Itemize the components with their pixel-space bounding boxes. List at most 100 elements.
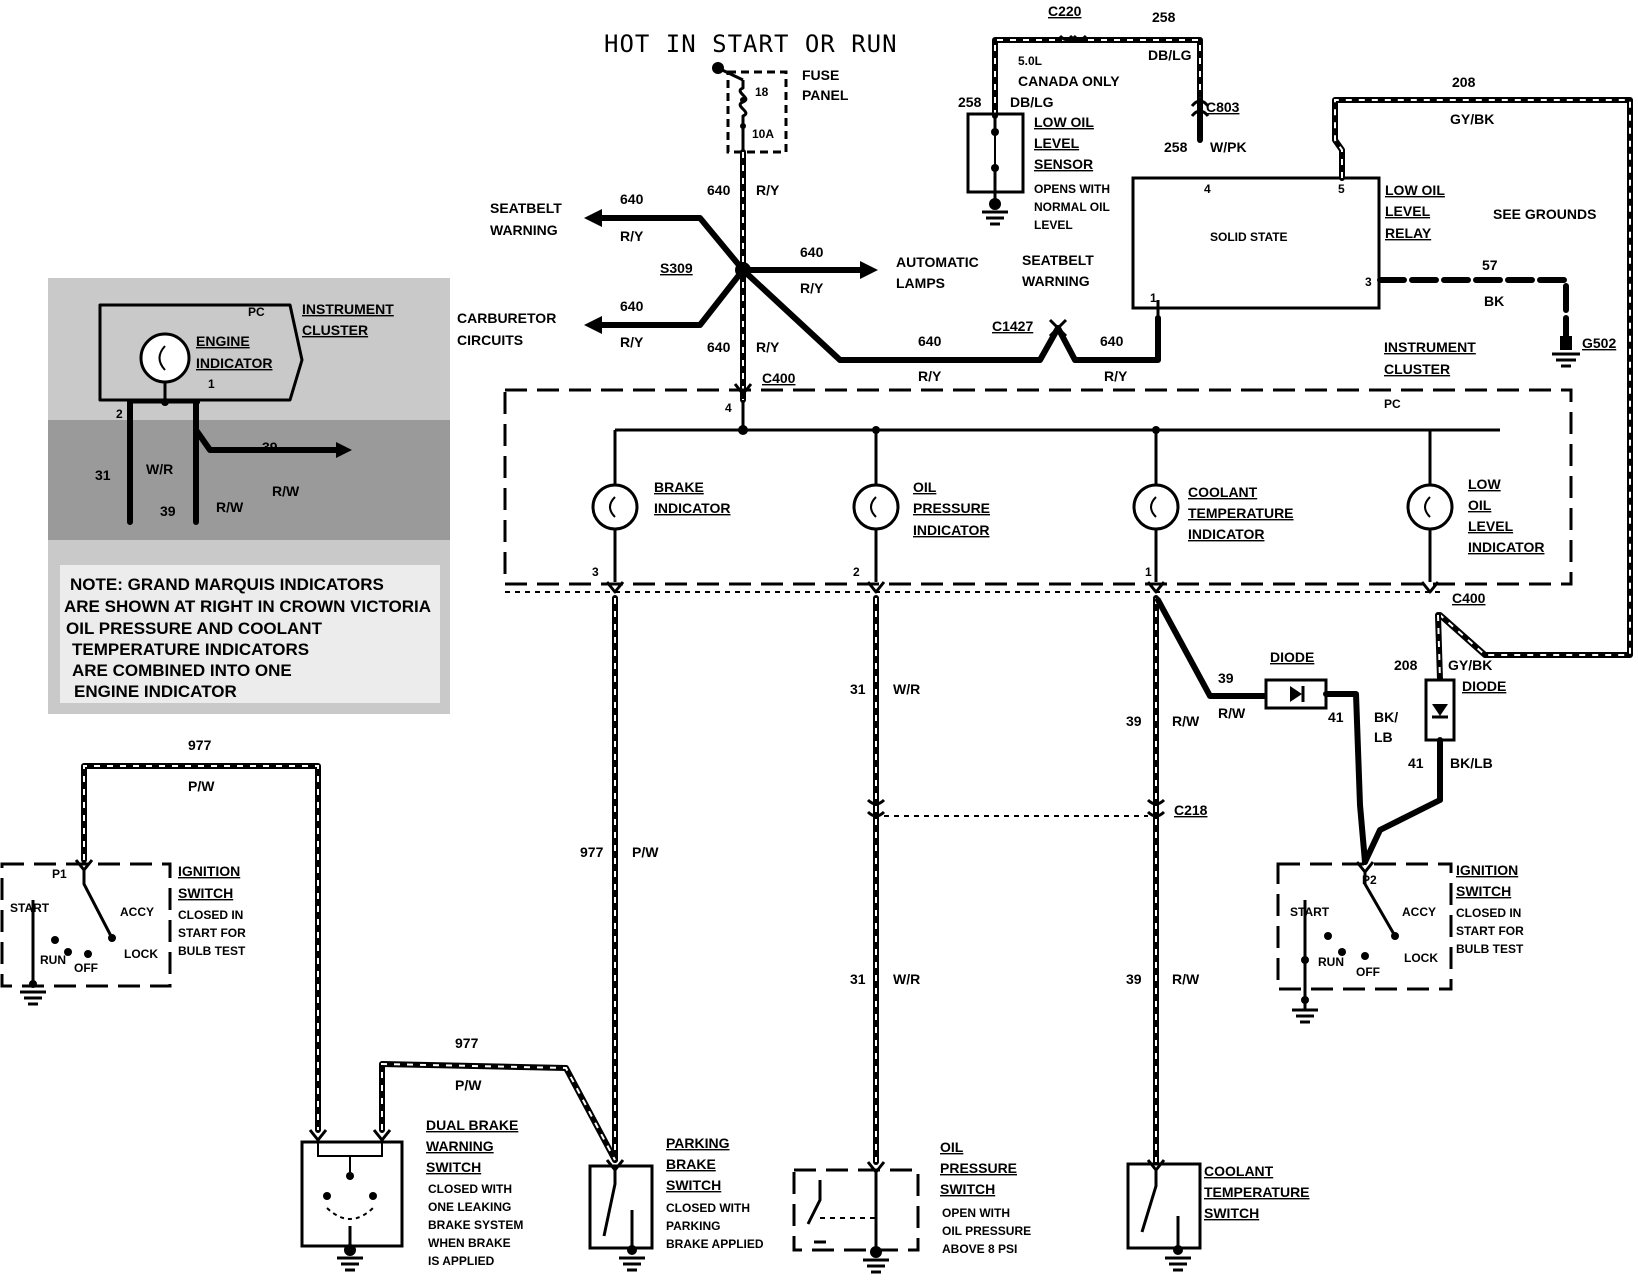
wire-color: GY/BK xyxy=(1448,657,1492,673)
coolant-indicator-bulb-icon xyxy=(1132,483,1180,531)
brake-indicator-bulb-icon xyxy=(591,483,639,531)
sensor-label-2: LEVEL xyxy=(1034,135,1080,151)
ignition-pin: P1 xyxy=(52,867,67,881)
wire-color: R/Y xyxy=(756,182,780,198)
engine-indicator-label: ENGINE xyxy=(196,333,250,349)
wire-color: R/W xyxy=(1172,971,1200,987)
cluster-pin: 4 xyxy=(725,401,732,415)
wire-label: 31 xyxy=(95,467,111,483)
branch-seatbelt-right-label-2: WARNING xyxy=(1022,273,1090,289)
sensor-note: OPENS WITH xyxy=(1034,182,1110,196)
low-oil-indicator-bulb-icon xyxy=(1406,483,1454,531)
branch-seatbelt-label-2: WARNING xyxy=(490,222,558,238)
coolant-switch-label-2: TEMPERATURE xyxy=(1204,1184,1310,1200)
ignition-pos-lock: LOCK xyxy=(124,947,158,961)
connector-c1427: C1427 xyxy=(992,318,1033,334)
sensor-label: LOW OIL xyxy=(1034,114,1094,130)
sensor-note-2: NORMAL OIL xyxy=(1034,200,1110,214)
dual-brake-note: CLOSED WITH xyxy=(428,1182,512,1196)
dual-brake-warning-switch: 977 P/W DUAL BRAKE WARNING SWITCH CLOSED… xyxy=(300,1035,618,1272)
wire-label: 640 xyxy=(620,298,644,314)
relay-label-2: LEVEL xyxy=(1385,203,1431,219)
wire-color: BK/ xyxy=(1374,709,1398,725)
wire-color: BK xyxy=(1484,293,1504,309)
wire-label: 41 xyxy=(1408,755,1424,771)
wire-label: 39 xyxy=(1126,713,1142,729)
wire-color: DB/LG xyxy=(1148,47,1192,63)
relay-pin: 5 xyxy=(1338,182,1345,196)
wire-label: 258 xyxy=(1164,139,1188,155)
coolant-switch-label-3: SWITCH xyxy=(1204,1205,1259,1221)
diode-label: DIODE xyxy=(1270,649,1314,665)
ignition-note: CLOSED IN xyxy=(1456,906,1521,920)
wire-color: R/Y xyxy=(620,228,644,244)
diagram-title: HOT IN START OR RUN xyxy=(604,30,898,58)
inset-pin: 2 xyxy=(116,407,123,421)
wire-color: R/Y xyxy=(800,280,824,296)
oil-pressure-indicator-bulb-icon xyxy=(852,483,900,531)
branch-carb-label: CARBURETOR xyxy=(457,310,556,326)
fuse-label: FUSE xyxy=(802,67,839,83)
wire-label: 39 xyxy=(262,439,278,455)
wire-label: 640 xyxy=(707,182,731,198)
wire-label: 258 xyxy=(1152,9,1176,25)
ignition-switch-right: P2 START ACCY RUN OFF LOCK IGNITION SWIT… xyxy=(1276,861,1524,1024)
ignition-pos-accy: ACCY xyxy=(1402,905,1436,919)
relay-label-3: RELAY xyxy=(1385,225,1432,241)
oil-indicator-label-3: INDICATOR xyxy=(913,522,989,538)
low-oil-indicator-label-4: INDICATOR xyxy=(1468,539,1544,555)
fuse-rating: 10A xyxy=(752,127,774,141)
sensor-note-3: LEVEL xyxy=(1034,218,1073,232)
brake-indicator-label-2: INDICATOR xyxy=(654,500,730,516)
cluster-pin: 3 xyxy=(592,565,599,579)
wire-color: R/W xyxy=(272,483,300,499)
oil-indicator-label-2: PRESSURE xyxy=(913,500,990,516)
parking-note-2: PARKING xyxy=(666,1219,720,1233)
connector-c220: C220 xyxy=(1048,3,1082,19)
circuit-31: 31 W/R 31 W/R xyxy=(850,595,920,1165)
wire-label: 977 xyxy=(580,844,604,860)
ground-icon xyxy=(20,990,46,1006)
ignition-pos-accy: ACCY xyxy=(120,905,154,919)
ignition-note: CLOSED IN xyxy=(178,908,243,922)
ignition-label-2: SWITCH xyxy=(178,885,233,901)
ground-icon xyxy=(619,1256,645,1272)
branch-auto-lamps-label: AUTOMATIC xyxy=(896,254,979,270)
relay-pin: 1 xyxy=(1150,291,1157,305)
splice-label: S309 xyxy=(660,260,693,276)
wire-label: 640 xyxy=(1100,333,1124,349)
inset-note-line: OIL PRESSURE AND COOLANT xyxy=(66,619,323,638)
see-grounds-note: SEE GROUNDS xyxy=(1493,206,1596,222)
wire-color: BK/LB xyxy=(1450,755,1493,771)
cluster-pc: PC xyxy=(1384,397,1401,411)
wire-label: 977 xyxy=(455,1035,479,1051)
low-oil-level-relay: SOLID STATE 4 5 1 3 LOW OIL LEVEL RELAY … xyxy=(1131,74,1633,658)
fuse-panel: 18 10A FUSE PANEL xyxy=(712,62,849,154)
dual-brake-note-2: ONE LEAKING xyxy=(428,1200,511,1214)
oil-indicator-label: OIL xyxy=(913,479,937,495)
ignition-pos-run: RUN xyxy=(1318,955,1344,969)
ignition-note-2: START FOR xyxy=(1456,924,1524,938)
wire-label: 977 xyxy=(188,737,212,753)
ignition-pos-lock: LOCK xyxy=(1404,951,1438,965)
low-oil-indicator-label-3: LEVEL xyxy=(1468,518,1514,534)
fuse-icon xyxy=(738,80,748,152)
coolant-switch-label: COOLANT xyxy=(1204,1163,1274,1179)
brake-indicator-label: BRAKE xyxy=(654,479,704,495)
oil-pressure-switch: OIL PRESSURE SWITCH OPEN WITH OIL PRESSU… xyxy=(792,1139,1031,1274)
branch-seatbelt-right-label: SEATBELT xyxy=(1022,252,1094,268)
wire-color: R/Y xyxy=(1104,368,1128,384)
ground-icon xyxy=(863,1258,889,1274)
wire-label: 39 xyxy=(1218,670,1234,686)
ground-g502: G502 xyxy=(1582,335,1616,351)
wire-color: DB/LG xyxy=(1010,94,1054,110)
connector-c400-top: C400 xyxy=(762,370,796,386)
wire-color: R/W xyxy=(216,499,244,515)
parking-note-3: BRAKE APPLIED xyxy=(666,1237,764,1251)
wire-color: W/R xyxy=(893,681,920,697)
wire-color: W/PK xyxy=(1210,139,1247,155)
wire-color: R/Y xyxy=(620,334,644,350)
wire-color: R/W xyxy=(1218,705,1246,721)
wire-color: R/Y xyxy=(918,368,942,384)
